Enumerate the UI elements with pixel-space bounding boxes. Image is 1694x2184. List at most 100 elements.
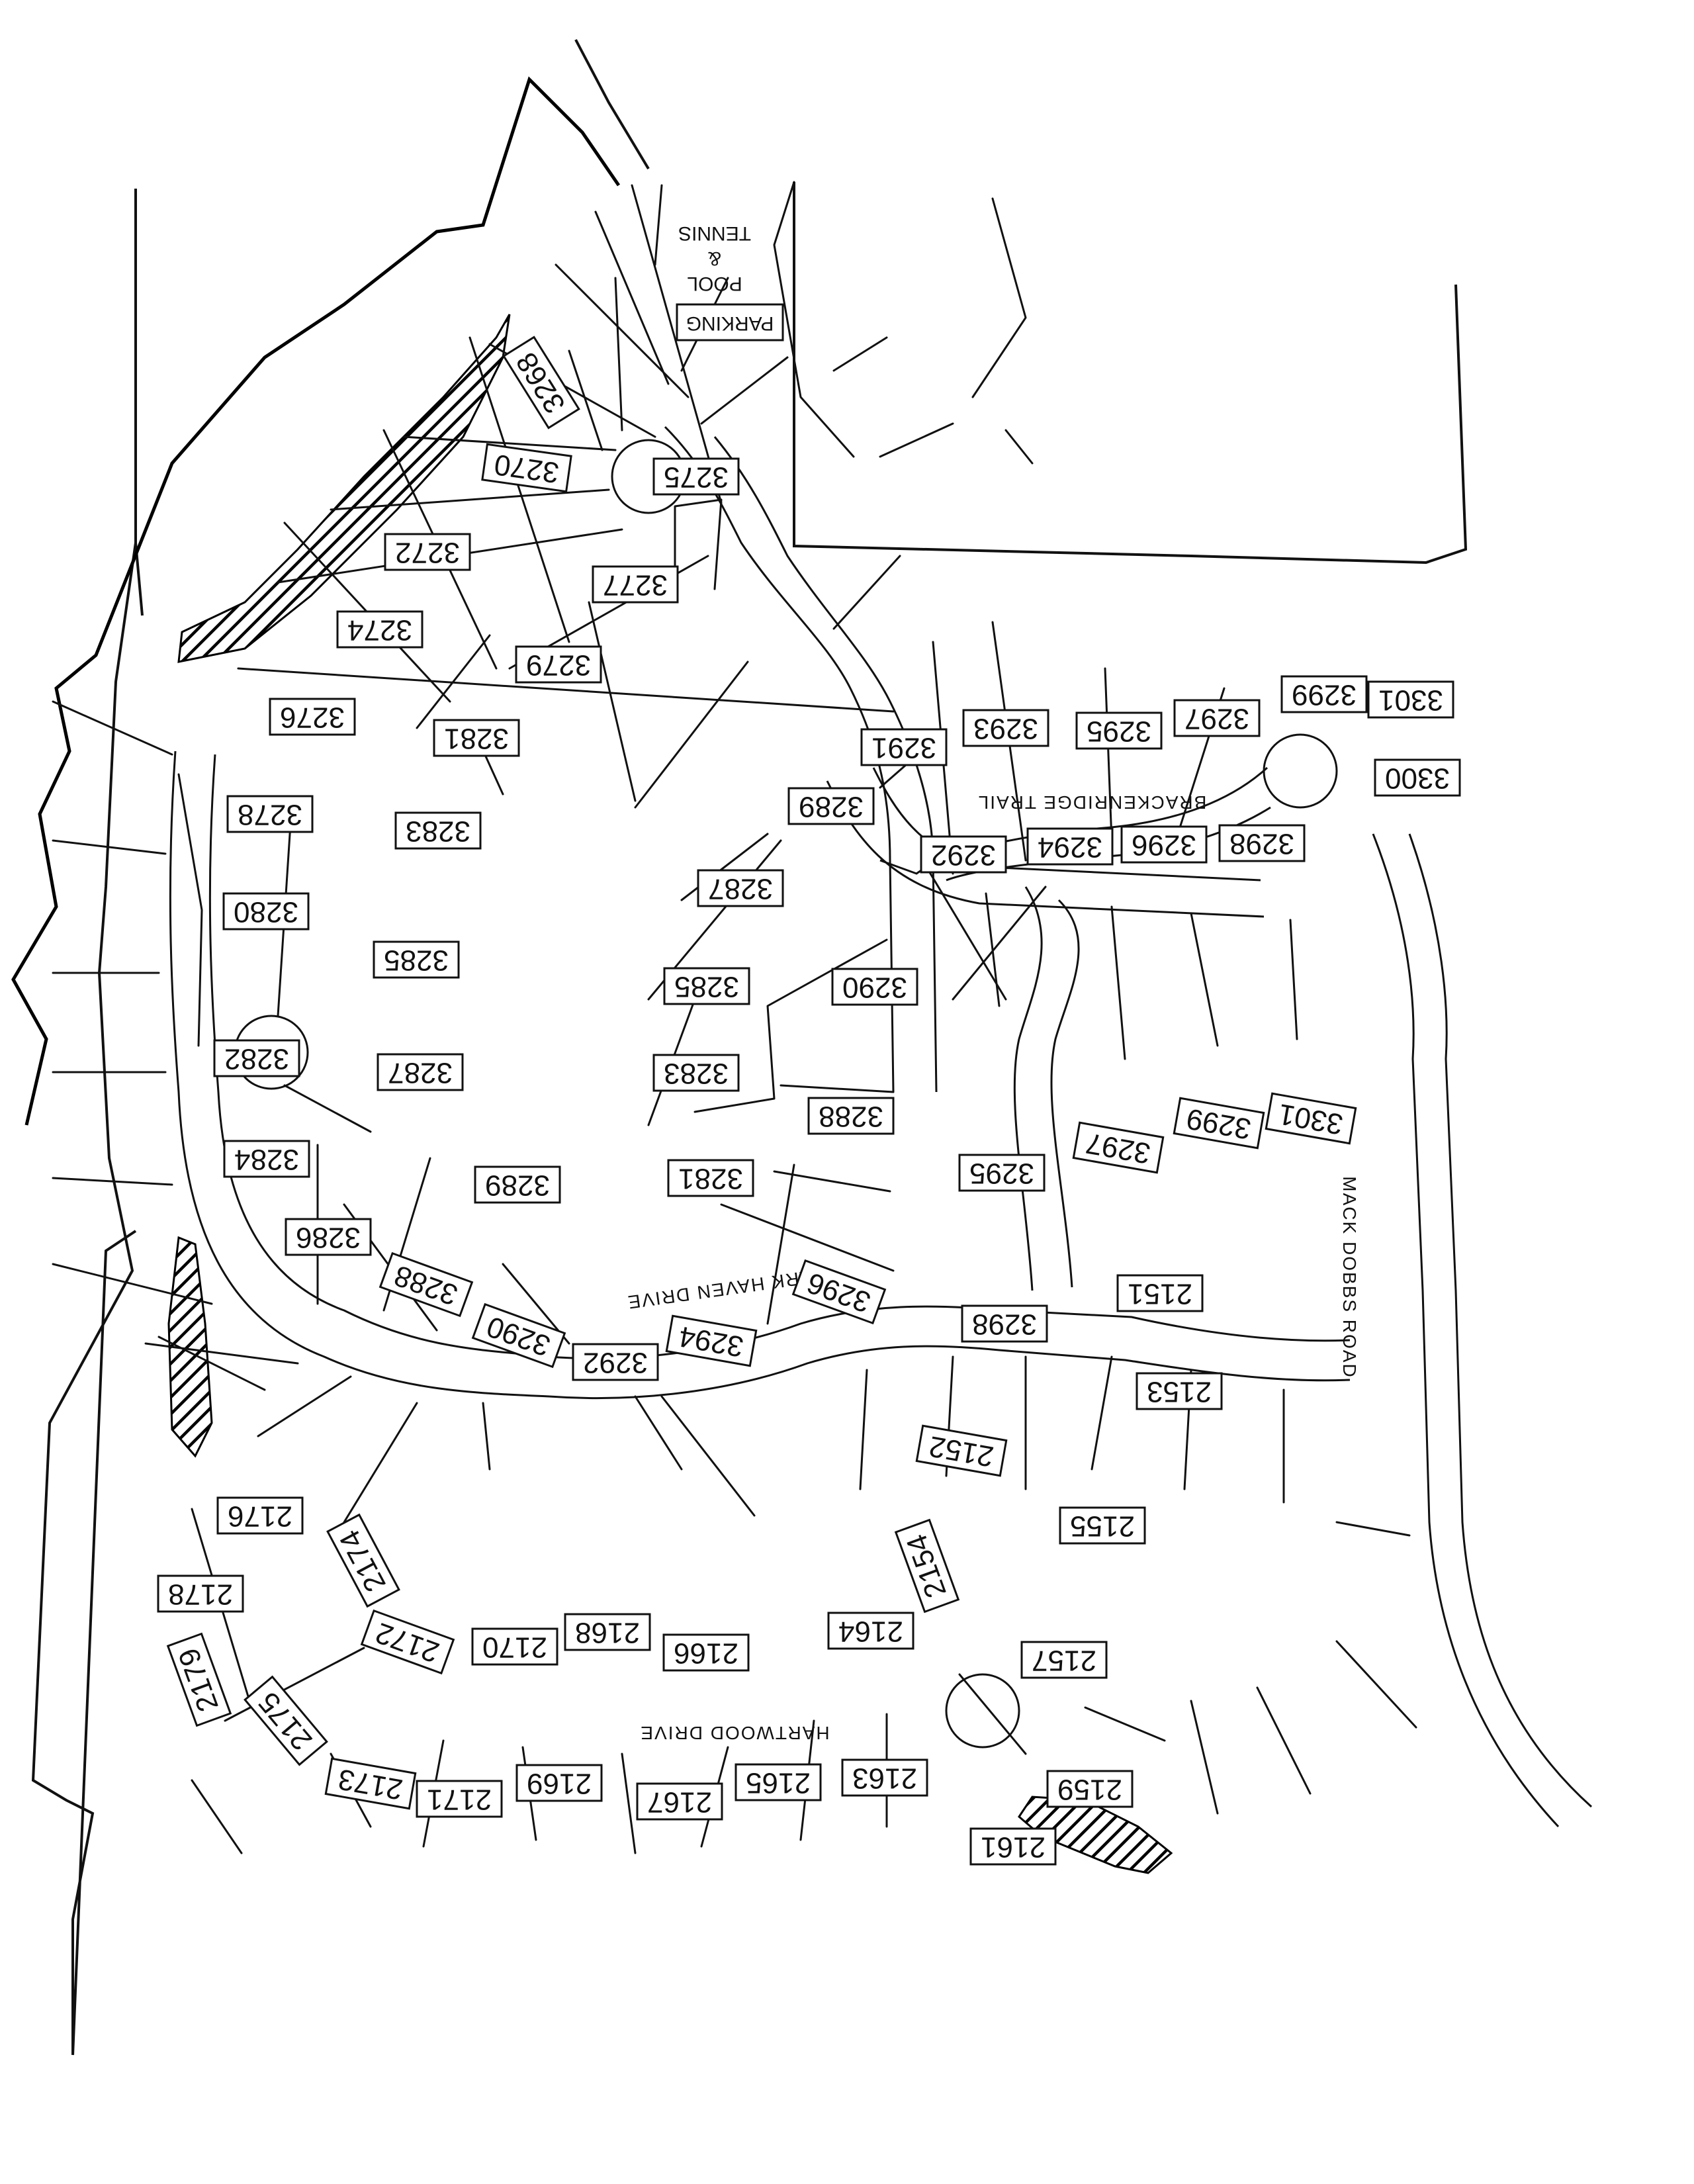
lot-box <box>1075 711 1163 750</box>
lot-label-3289: 3289 <box>787 787 875 825</box>
lot-box <box>652 1054 740 1092</box>
lot-label-2173: 2173 <box>324 1757 417 1810</box>
lot-number: 3286 <box>296 1221 361 1253</box>
lot-box <box>336 610 424 649</box>
lot-box <box>379 1251 474 1318</box>
lot-number: 3276 <box>280 701 345 733</box>
lot-box <box>564 1613 651 1651</box>
lot-label-2174: 2174 <box>326 1513 400 1608</box>
lot-number: 3280 <box>234 895 298 928</box>
lot-box <box>592 565 679 604</box>
lot-box <box>807 1097 895 1135</box>
lot-label-2154: 2154 <box>894 1518 960 1614</box>
lot-label-3285: 3285 <box>373 940 460 979</box>
lot-label-2178: 2178 <box>157 1574 244 1613</box>
wetland-hatched-area <box>177 314 511 663</box>
lot-number: 3298 <box>972 1308 1037 1340</box>
lot-box <box>652 457 740 496</box>
amenity-tennis-label: TENNIS <box>678 222 751 244</box>
lot-number: 3289 <box>485 1169 550 1201</box>
lot-number: 2171 <box>427 1783 492 1815</box>
lot-label-3289: 3289 <box>474 1165 561 1204</box>
lot-number: 3285 <box>674 970 739 1003</box>
lot-label-3301: 3301 <box>1367 680 1454 719</box>
lot-label-2175: 2175 <box>244 1675 328 1766</box>
lot-number: 3277 <box>603 569 668 601</box>
lot-box <box>572 1343 659 1381</box>
lot-label-3300: 3300 <box>1374 758 1461 797</box>
lot-label-3283: 3283 <box>652 1054 740 1092</box>
lot-label-3290: 3290 <box>831 968 918 1006</box>
lot-number: 3281 <box>678 1162 743 1195</box>
lot-box <box>1020 1641 1108 1679</box>
lot-number: 3274 <box>347 614 412 646</box>
lot-number: 3297 <box>1184 702 1249 735</box>
lot-box <box>324 1757 417 1810</box>
lot-box <box>373 940 460 979</box>
lot-box <box>894 1518 960 1614</box>
lot-label-3287: 3287 <box>377 1053 464 1091</box>
lot-label-3277: 3277 <box>592 565 679 604</box>
lot-box <box>244 1675 328 1766</box>
lot-number: 3288 <box>819 1100 883 1132</box>
lot-box <box>1046 1770 1134 1808</box>
lot-box <box>787 787 875 825</box>
lot-number: 3279 <box>526 649 591 681</box>
lot-box <box>416 1780 503 1818</box>
lot-lines <box>52 181 1417 1854</box>
lot-number: 3272 <box>395 536 460 569</box>
lot-box <box>326 1513 400 1608</box>
lot-number: 2165 <box>746 1766 811 1799</box>
lot-number: 3299 <box>1292 678 1357 711</box>
lot-box <box>1218 824 1306 862</box>
lot-box <box>697 869 784 907</box>
lot-box <box>471 1627 558 1666</box>
lot-label-2171: 2171 <box>416 1780 503 1818</box>
lot-box <box>481 443 572 493</box>
lot-box <box>920 835 1007 874</box>
lot-number: 3287 <box>388 1056 453 1089</box>
lot-label-3285: 3285 <box>663 967 750 1005</box>
lot-number: 2166 <box>674 1637 738 1669</box>
lot-label-3297: 3297 <box>1173 699 1261 737</box>
lot-number: 3287 <box>708 872 773 905</box>
lot-label-2169: 2169 <box>515 1764 603 1802</box>
lot-label-2165: 2165 <box>735 1763 822 1801</box>
lot-box <box>515 1764 603 1802</box>
lot-label-3297: 3297 <box>1072 1121 1165 1174</box>
lot-box <box>915 1424 1008 1477</box>
lot-box <box>1173 699 1261 737</box>
lot-label-2157: 2157 <box>1020 1641 1108 1679</box>
lot-number: 2155 <box>1070 1510 1135 1542</box>
lot-box <box>735 1763 822 1801</box>
lot-box <box>636 1782 723 1821</box>
wetland-hatched-area <box>1018 1796 1173 1874</box>
lot-label-2166: 2166 <box>662 1633 750 1672</box>
lot-box <box>213 1039 300 1077</box>
lot-label-3274: 3274 <box>336 610 424 649</box>
lot-box <box>860 728 948 766</box>
lot-box <box>1265 1092 1357 1145</box>
lot-number: 2163 <box>852 1762 917 1794</box>
lot-box <box>384 533 471 571</box>
lot-label-3288: 3288 <box>379 1251 474 1318</box>
lot-number: 2167 <box>647 1786 712 1818</box>
lot-label-3296: 3296 <box>1120 825 1208 864</box>
lot-number: 3291 <box>871 731 936 764</box>
lot-box <box>663 967 750 1005</box>
lot-box <box>515 645 602 684</box>
lot-label-2179: 2179 <box>166 1632 232 1727</box>
lot-label-3287: 3287 <box>697 869 784 907</box>
lot-label-2176: 2176 <box>216 1496 304 1535</box>
lot-box <box>961 1304 1048 1343</box>
lot-number: 3290 <box>842 971 907 1003</box>
cul-de-sac <box>945 1673 1020 1749</box>
lot-number: 2151 <box>1128 1277 1192 1310</box>
lot-label-2167: 2167 <box>636 1782 723 1821</box>
lot-label-3280: 3280 <box>222 892 310 931</box>
lot-label-2151: 2151 <box>1116 1274 1204 1312</box>
lot-box <box>662 1633 750 1672</box>
lot-label-2152: 2152 <box>915 1424 1008 1477</box>
lot-label-3272: 3272 <box>384 533 471 571</box>
lot-box <box>1374 758 1461 797</box>
